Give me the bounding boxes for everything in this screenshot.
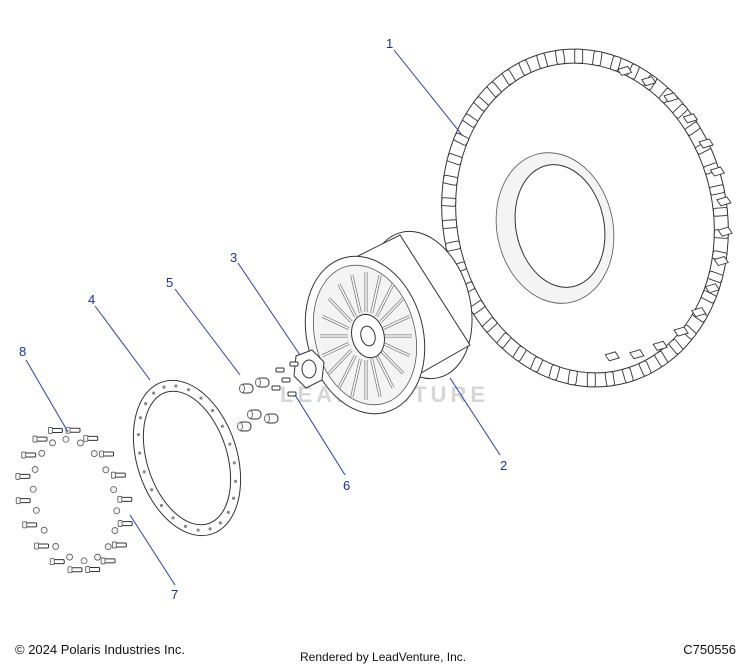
callout-4[interactable]: 4 — [88, 292, 151, 381]
svg-text:7: 7 — [171, 587, 178, 602]
callout-2[interactable]: 2 — [449, 377, 507, 473]
svg-text:5: 5 — [166, 275, 173, 290]
svg-text:2: 2 — [500, 458, 507, 473]
wheel-spokes — [320, 272, 412, 400]
lug-nuts-illustration — [237, 377, 279, 432]
tire-tread — [441, 48, 733, 388]
svg-text:6: 6 — [343, 478, 350, 493]
svg-text:1: 1 — [386, 36, 393, 51]
callout-8[interactable]: 8 — [19, 344, 69, 433]
callout-3[interactable]: 3 — [230, 250, 301, 356]
callout-5[interactable]: 5 — [166, 275, 241, 376]
callout-6[interactable]: 6 — [294, 394, 350, 493]
svg-text:4: 4 — [88, 292, 95, 307]
beadlock-ring-illustration — [132, 379, 242, 537]
ring-bolts-illustration — [15, 426, 133, 574]
center-cap-illustration — [293, 349, 325, 389]
tire-illustration — [441, 48, 733, 388]
studs-illustration — [271, 361, 299, 397]
rendered-by-text: Rendered by LeadVenture, Inc. — [300, 650, 467, 664]
svg-text:3: 3 — [230, 250, 237, 265]
copyright-text: © 2024 Polaris Industries Inc. — [15, 642, 185, 657]
diagram-id: C750556 — [683, 642, 736, 657]
callout-1[interactable]: 1 — [386, 36, 463, 136]
callout-7[interactable]: 7 — [129, 514, 178, 602]
svg-text:8: 8 — [19, 344, 26, 359]
wheel-illustration — [304, 230, 473, 415]
